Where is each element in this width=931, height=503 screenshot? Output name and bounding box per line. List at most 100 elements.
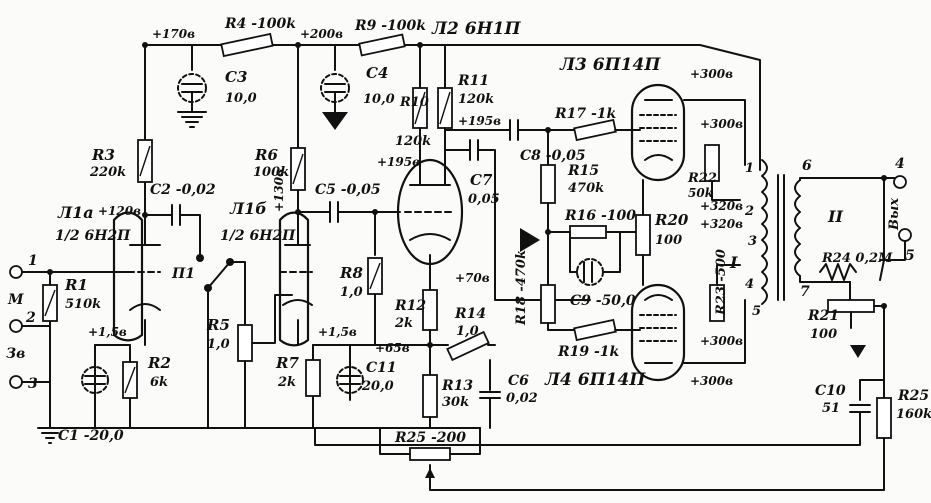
terminal-label: 6 — [802, 158, 812, 174]
cap-label: C9 -50,0 — [570, 293, 636, 309]
resistor-label: R14 — [454, 306, 486, 322]
cap-c4 — [320, 73, 350, 130]
resistor-r4 — [220, 32, 274, 58]
resistor-label: R24 0,2M — [821, 251, 893, 266]
tube-l3 — [630, 83, 686, 182]
resistor-label: R22 — [687, 171, 717, 186]
resistor-value: 220k — [89, 165, 126, 180]
cap-label: C5 -0,05 — [315, 182, 381, 198]
tube-type: 1/2 6Н2П — [55, 228, 131, 244]
resistor-label: R10 — [399, 95, 429, 110]
voltage-label: +300в — [690, 374, 733, 388]
resistor-label: R4 -100k — [224, 16, 296, 32]
resistor-label: R20 — [654, 211, 689, 229]
resistor-value: 50k — [688, 186, 713, 200]
resistor-r8 — [367, 211, 383, 346]
switch-label: П1 — [171, 266, 195, 282]
cathode-l1a — [81, 319, 146, 429]
cap-label: C11 — [366, 360, 397, 376]
cap-value: 10,0 — [363, 92, 395, 107]
voltage-label: +65в — [375, 341, 410, 355]
resistor-r9 — [358, 33, 406, 57]
terminal-label: Зв — [6, 346, 25, 362]
terminal-label: 1 — [28, 253, 38, 269]
resistor-label: R6 — [254, 146, 278, 164]
resistor-label: R23 -500 — [714, 249, 729, 316]
voltage-label: +120в — [98, 204, 141, 218]
terminal-label: 7 — [800, 284, 810, 300]
resistor-value: 2k — [394, 316, 413, 331]
resistor-label: R25 — [897, 388, 929, 404]
voltage-label: +300в — [690, 67, 733, 81]
tube-l1a — [112, 211, 161, 342]
resistor-label: R11 — [457, 73, 489, 89]
tube-label: Л4 6П14П — [544, 370, 646, 390]
cap-value: 10,0 — [225, 91, 257, 106]
output-section — [314, 175, 912, 491]
cap-label: C7 — [470, 171, 493, 189]
resistor-r19 — [573, 318, 641, 342]
resistor-label: R8 — [339, 264, 363, 282]
resistor-label: R13 — [441, 378, 473, 394]
resistor-value: 510k — [65, 297, 101, 312]
cap-c3 — [177, 73, 207, 128]
cap-c5 — [297, 201, 401, 223]
resistor-label: R21 — [807, 308, 839, 324]
resistor-value: 100 — [655, 233, 682, 248]
resistor-value: 30k — [442, 395, 469, 410]
tube-label: Л3 6П14П — [559, 55, 661, 75]
voltage-label: +1,5в — [88, 325, 127, 339]
winding-label: II — [827, 207, 843, 226]
resistor-label: R7 — [275, 354, 299, 372]
winding-pin: 1 — [745, 161, 754, 176]
cap-label: C4 — [366, 64, 388, 82]
voltage-label: +130в — [272, 169, 286, 212]
resistor-r1 — [42, 284, 58, 322]
junction-dots — [47, 42, 887, 348]
switch-p1 — [196, 254, 246, 429]
resistor-r3 — [137, 139, 153, 183]
labels: +170в +200в R4 -100k R9 -100k Л2 6Н1П C3… — [6, 16, 931, 446]
resistor-value: 100k — [253, 165, 289, 180]
potentiometer-r5 — [237, 294, 293, 429]
resistor-r10 — [412, 69, 428, 151]
voltage-label: +1,5в — [318, 325, 357, 339]
resistor-label: R19 -1k — [557, 344, 620, 360]
cap-label: C6 — [508, 373, 529, 389]
resistor-label: R17 -1k — [554, 106, 617, 122]
voltage-label: +70в — [455, 271, 490, 285]
resistor-label: R18 -470k — [514, 250, 529, 326]
tube-type: 1/2 6Н2П — [220, 228, 296, 244]
resistor-label: R15 — [567, 163, 599, 179]
voltage-label: +200в — [300, 27, 343, 41]
winding-pin: 3 — [748, 234, 757, 249]
resistor-label: R12 — [394, 298, 426, 314]
terminal-label: 4 — [895, 156, 905, 172]
resistor-label: R25 -200 — [394, 430, 466, 446]
resistor-value: 2k — [277, 375, 296, 390]
terminal-label: 5 — [905, 248, 915, 264]
output-wiring — [683, 99, 746, 364]
voltage-label: +195в — [458, 114, 501, 128]
resistor-label: R1 — [64, 276, 88, 294]
terminal-label: 3 — [28, 376, 38, 392]
resistor-label: R3 — [91, 146, 115, 164]
cathode-l1b — [297, 319, 401, 429]
voltage-label: +300в — [700, 334, 743, 348]
resistor-value: 160k — [896, 407, 931, 422]
resistor-label: R9 -100k — [354, 18, 426, 34]
tube-l4 — [630, 283, 686, 382]
resistor-value: 120k — [458, 92, 494, 107]
resistor-value: 6k — [150, 375, 168, 390]
cap-value: 0,02 — [506, 391, 538, 406]
voltage-label: +320в — [700, 217, 743, 231]
voltage-label: +170в — [152, 27, 195, 41]
cap-label: C8 -0,05 — [520, 148, 586, 164]
voltage-label: +320в — [700, 199, 743, 213]
cap-value: 51 — [822, 401, 840, 416]
resistor-label: R5 — [206, 316, 230, 334]
output-transformer — [761, 159, 901, 305]
tube-l2 — [396, 149, 464, 276]
